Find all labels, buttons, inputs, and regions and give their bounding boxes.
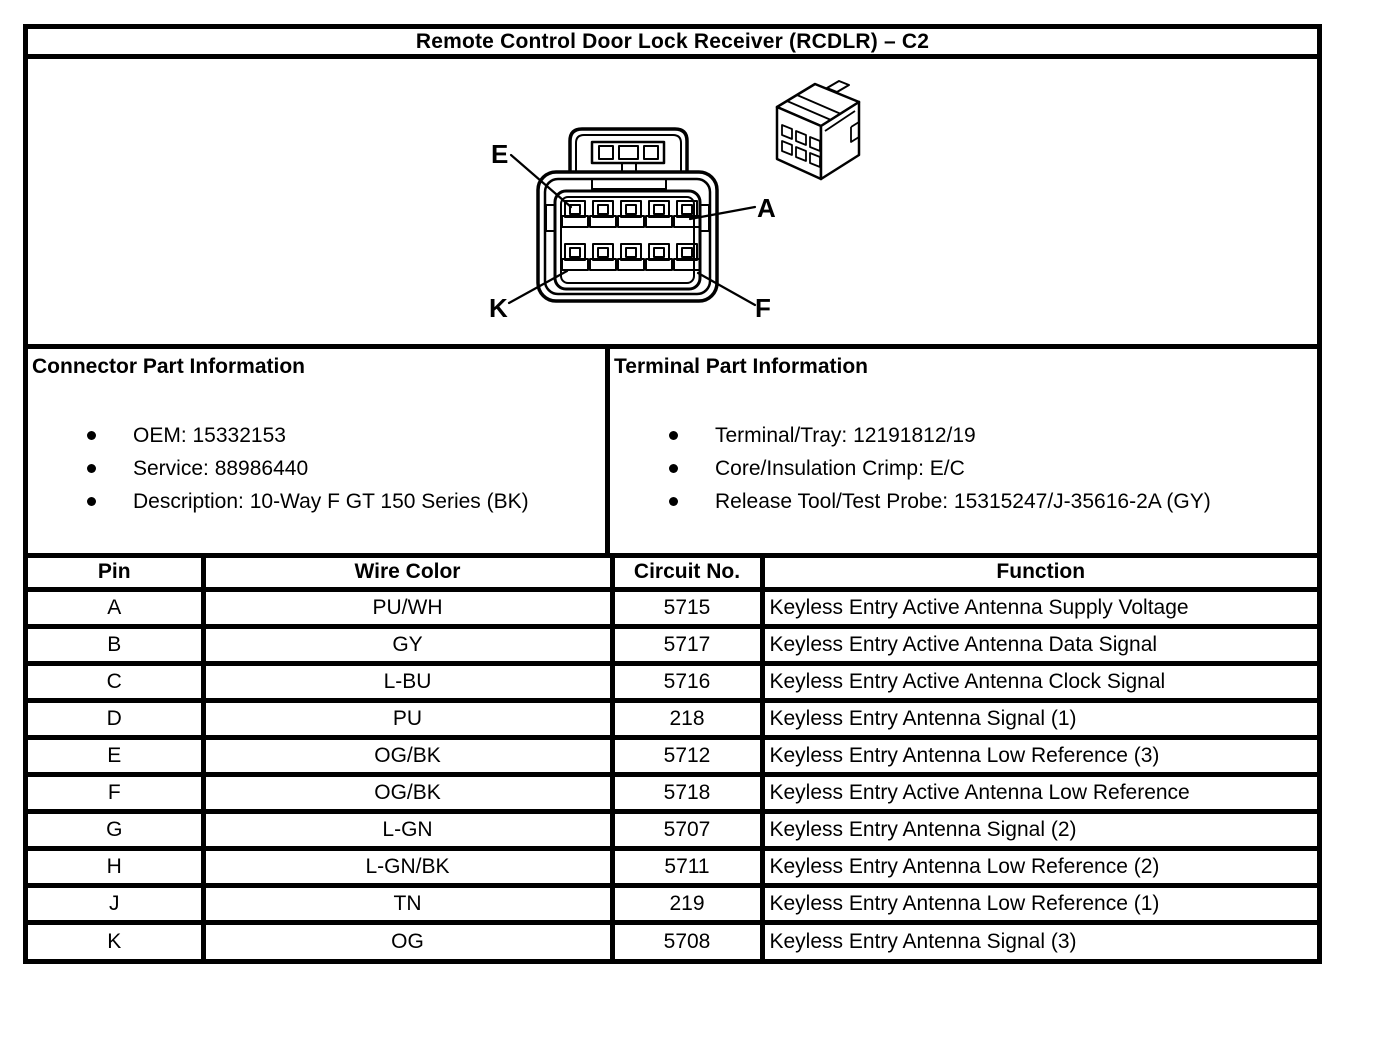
column-header-function: Function	[759, 558, 1317, 592]
function-cell: Keyless Entry Antenna Low Reference (3)	[759, 734, 1317, 777]
function-cell: Keyless Entry Active Antenna Supply Volt…	[759, 586, 1317, 629]
function-cell: Keyless Entry Antenna Signal (2)	[759, 808, 1317, 851]
part-information-section: Connector Part Information OEM: 15332153…	[28, 349, 1317, 558]
table-header-row: Pin Wire Color Circuit No. Function	[28, 558, 1317, 592]
table-row: C L-BU 5716 Keyless Entry Active Antenna…	[28, 660, 1317, 703]
terminal-info-list: Terminal/Tray: 12191812/19 Core/Insulati…	[610, 419, 1317, 518]
pin-label-f: F	[755, 293, 771, 323]
wire-color-cell: OG	[200, 919, 615, 959]
page-title: Remote Control Door Lock Receiver (RCDLR…	[28, 29, 1317, 59]
pin-label-k: K	[489, 293, 508, 323]
pin-cell: G	[28, 808, 206, 851]
wire-color-cell: PU	[200, 697, 615, 740]
function-cell: Keyless Entry Active Antenna Data Signal	[759, 623, 1317, 666]
pin-cell: D	[28, 697, 206, 740]
circuit-no-cell: 5716	[609, 660, 765, 703]
column-header-circuit-no: Circuit No.	[609, 558, 765, 592]
list-item: Terminal/Tray: 12191812/19	[610, 419, 1317, 452]
pin-label-a: A	[757, 193, 776, 223]
pin-sockets	[561, 200, 701, 271]
table-row: D PU 218 Keyless Entry Antenna Signal (1…	[28, 697, 1317, 740]
page-frame: Remote Control Door Lock Receiver (RCDLR…	[23, 24, 1322, 964]
terminal-part-information: Terminal Part Information Terminal/Tray:…	[610, 349, 1317, 553]
circuit-no-cell: 218	[609, 697, 765, 740]
list-item: Service: 88986440	[28, 452, 605, 485]
connector-info-heading: Connector Part Information	[32, 355, 306, 378]
circuit-no-cell: 5718	[609, 771, 765, 814]
circuit-no-cell: 5712	[609, 734, 765, 777]
pinout-table: Pin Wire Color Circuit No. Function A PU…	[28, 558, 1317, 959]
table-row: K OG 5708 Keyless Entry Antenna Signal (…	[28, 919, 1317, 959]
table-row: J TN 219 Keyless Entry Antenna Low Refer…	[28, 882, 1317, 925]
latch-detail	[618, 145, 639, 160]
pin-cell: J	[28, 882, 206, 925]
pin-cell: C	[28, 660, 206, 703]
pin-cell: E	[28, 734, 206, 777]
pin-cell: F	[28, 771, 206, 814]
table-row: G L-GN 5707 Keyless Entry Antenna Signal…	[28, 808, 1317, 851]
pin-cell: B	[28, 623, 206, 666]
connector-figure: E A K F	[28, 59, 1317, 349]
wire-color-cell: OG/BK	[200, 734, 615, 777]
pin-cell: K	[28, 919, 206, 959]
list-item: Description: 10-Way F GT 150 Series (BK)	[28, 485, 605, 518]
latch-detail	[598, 145, 614, 160]
terminal-info-heading: Terminal Part Information	[614, 355, 868, 378]
pin-cell: H	[28, 845, 206, 888]
table-row: B GY 5717 Keyless Entry Active Antenna D…	[28, 623, 1317, 666]
list-item: OEM: 15332153	[28, 419, 605, 452]
function-cell: Keyless Entry Antenna Low Reference (1)	[759, 882, 1317, 925]
list-item: Core/Insulation Crimp: E/C	[610, 452, 1317, 485]
table-row: E OG/BK 5712 Keyless Entry Antenna Low R…	[28, 734, 1317, 777]
circuit-no-cell: 5715	[609, 586, 765, 629]
table-row: A PU/WH 5715 Keyless Entry Active Antenn…	[28, 586, 1317, 629]
connector-3d-view	[775, 80, 861, 181]
wire-color-cell: GY	[200, 623, 615, 666]
latch-detail	[643, 145, 659, 160]
pin-cell: A	[28, 586, 206, 629]
wire-color-cell: L-BU	[200, 660, 615, 703]
circuit-no-cell: 219	[609, 882, 765, 925]
table-row: F OG/BK 5718 Keyless Entry Active Antenn…	[28, 771, 1317, 814]
connector-info-list: OEM: 15332153 Service: 88986440 Descript…	[28, 419, 605, 518]
connector-front-view	[507, 127, 757, 307]
latch-bar	[591, 178, 667, 190]
pin-label-e: E	[491, 139, 508, 169]
leader-lines	[507, 153, 757, 307]
function-cell: Keyless Entry Active Antenna Low Referen…	[759, 771, 1317, 814]
wire-color-cell: PU/WH	[200, 586, 615, 629]
wire-color-cell: OG/BK	[200, 771, 615, 814]
function-cell: Keyless Entry Antenna Signal (3)	[759, 919, 1317, 959]
circuit-no-cell: 5708	[609, 919, 765, 959]
wire-color-cell: L-GN	[200, 808, 615, 851]
function-cell: Keyless Entry Antenna Low Reference (2)	[759, 845, 1317, 888]
function-cell: Keyless Entry Active Antenna Clock Signa…	[759, 660, 1317, 703]
table-row: H L-GN/BK 5711 Keyless Entry Antenna Low…	[28, 845, 1317, 888]
list-item: Release Tool/Test Probe: 15315247/J-3561…	[610, 485, 1317, 518]
wire-color-cell: L-GN/BK	[200, 845, 615, 888]
connector-diagram: E A K F	[489, 80, 861, 323]
column-header-wire-color: Wire Color	[200, 558, 615, 592]
circuit-no-cell: 5717	[609, 623, 765, 666]
function-cell: Keyless Entry Antenna Signal (1)	[759, 697, 1317, 740]
connector-part-information: Connector Part Information OEM: 15332153…	[28, 349, 610, 553]
circuit-no-cell: 5707	[609, 808, 765, 851]
wire-color-cell: TN	[200, 882, 615, 925]
circuit-no-cell: 5711	[609, 845, 765, 888]
column-header-pin: Pin	[28, 558, 206, 592]
